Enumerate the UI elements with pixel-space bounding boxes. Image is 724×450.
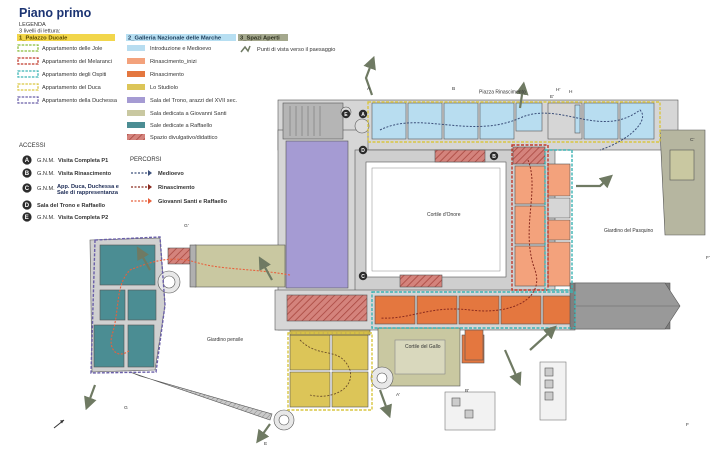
legend-swatch-melaranci — [17, 57, 39, 65]
legend-col1-header-bg — [17, 34, 115, 41]
accesso-e: E G.N.M. Visita Completa P2 — [22, 212, 108, 222]
legend-col1-header: 1_Palazzo Ducale — [19, 36, 68, 42]
svg-text:E: E — [25, 215, 29, 221]
legend-col2-header-bg — [126, 34, 236, 41]
accesso-b: B G.N.M. Visita Rinascimento — [22, 168, 112, 178]
legend-item-jole: Appartamento delle Jole — [42, 46, 102, 52]
svg-text:H': H' — [556, 87, 560, 93]
svg-text:C: C — [361, 274, 365, 280]
legend-swatch-studiolo — [127, 84, 145, 90]
svg-text:G: G — [124, 405, 128, 411]
svg-text:D: D — [361, 148, 365, 154]
svg-text:G.N.M.: G.N.M. — [37, 215, 55, 221]
svg-text:G.N.M.: G.N.M. — [37, 171, 55, 177]
legend-swatch-rin-inizi — [127, 58, 145, 64]
legend-item-rin-inizi: Rinascimento_inizi — [150, 59, 197, 65]
legend-item-duca: Appartamento del Duca — [42, 85, 102, 91]
legend-item-ospiti: Appartamento degli Ospiti — [42, 72, 106, 78]
plan-access-markers: A E B D C — [341, 109, 499, 281]
legend-swatch-ospiti — [17, 70, 39, 78]
svg-text:A: A — [361, 112, 365, 118]
legend-swatch-medioevo — [127, 45, 145, 51]
label-cortile-onore: Cortile d'Onore — [427, 212, 461, 218]
svg-text:A: A — [25, 158, 30, 164]
legend-item-didattico: Spazio divulgativo/didattico — [150, 135, 217, 141]
accessi-heading: ACCESSI — [19, 143, 46, 149]
legend-swatch-rinascimento — [127, 71, 145, 77]
page-title: Piano primo — [19, 6, 92, 20]
svg-text:A': A' — [396, 392, 400, 398]
legend-item-trono: Sala del Trono, arazzi del XVII sec. — [150, 98, 238, 104]
svg-text:F: F — [686, 422, 689, 428]
legend-swatch-raffaello — [127, 122, 145, 128]
label-cortile-gallo: Cortile del Gallo — [405, 344, 441, 350]
svg-text:B': B' — [465, 388, 469, 394]
legend-subheading: 3 livelli di lettura: — [19, 29, 61, 35]
svg-text:H: H — [569, 89, 573, 95]
legend-swatch-trono — [127, 97, 145, 103]
path-medioevo — [379, 109, 643, 151]
accesso-c: C G.N.M. App. Duca, Duchessa e Sale di r… — [22, 183, 119, 196]
legend-item-rinascimento: Rinascimento — [150, 72, 184, 78]
svg-text:E': E' — [550, 94, 554, 100]
section-marks: A B H A' B' H' C' G' E E' F F' G — [124, 86, 710, 447]
svg-text:A: A — [367, 86, 371, 92]
svg-text:B: B — [492, 154, 496, 160]
legend-col2-header: 2_Galleria Nazionale delle Marche — [128, 36, 222, 42]
viewpoint-arrows — [84, 55, 613, 444]
svg-text:G.N.M.: G.N.M. — [37, 186, 55, 192]
viewpoint-arrow-icon — [240, 45, 251, 53]
svg-text:E: E — [264, 441, 267, 447]
legend-swatch-didattico — [127, 134, 145, 140]
legend-viewpoints: Punti di vista verso il paesaggio — [257, 47, 335, 53]
path-duca — [299, 339, 352, 397]
svg-text:B: B — [452, 86, 455, 92]
svg-text:Visita Rinascimento: Visita Rinascimento — [58, 171, 112, 177]
svg-text:G.N.M.: G.N.M. — [37, 158, 55, 164]
legend-item-duchessa: Appartamento della Duchessa — [42, 98, 118, 104]
label-piazza: Piazza Rinascimento — [479, 90, 526, 96]
svg-text:C: C — [25, 186, 30, 192]
legend-item-raffaello: Sale dedicate a Raffaello — [150, 123, 212, 129]
percorso-medioevo: Medioevo — [131, 170, 184, 177]
svg-text:D: D — [25, 203, 30, 209]
path-santi-raffaello — [110, 258, 291, 355]
legend-col3-header-bg — [238, 34, 288, 41]
svg-text:G': G' — [184, 223, 189, 229]
svg-text:Medioevo: Medioevo — [158, 171, 184, 177]
svg-text:Visita Completa P1: Visita Completa P1 — [58, 158, 108, 164]
svg-text:Sala del Trono e Raffaello: Sala del Trono e Raffaello — [37, 203, 106, 209]
legend-swatch-duchessa — [17, 96, 39, 104]
accesso-a: A G.N.M. Visita Completa P1 — [22, 155, 108, 165]
legend-item-studiolo: Lo Studiolo — [150, 85, 178, 91]
svg-text:Rinascimento: Rinascimento — [158, 185, 195, 191]
north-arrow-icon — [53, 419, 65, 429]
svg-text:Giovanni Santi e Raffaello: Giovanni Santi e Raffaello — [158, 199, 228, 205]
plan — [89, 99, 706, 431]
legend-swatch-duca — [17, 83, 39, 91]
legend-heading: LEGENDA — [19, 22, 46, 28]
percorso-rinascimento: Rinascimento — [131, 184, 195, 191]
path-rinascimento — [379, 159, 538, 319]
svg-text:C': C' — [690, 137, 694, 143]
legend-item-santi: Sala dedicata a Giovanni Santi — [150, 111, 227, 117]
svg-text:E: E — [344, 112, 348, 118]
legend-swatch-santi — [127, 110, 145, 116]
legend-swatch-jole — [17, 44, 39, 52]
percorsi-heading: PERCORSI — [130, 157, 162, 163]
svg-text:B: B — [25, 171, 30, 177]
legend-item-melaranci: Appartamento del Melaranci — [42, 59, 112, 65]
legend-item-medioevo: Introduzione e Medioevo — [150, 46, 211, 52]
percorso-santi-raffaello: Giovanni Santi e Raffaello — [131, 198, 228, 205]
label-giardino-pensile: Giardino pensile — [207, 337, 243, 343]
accesso-d: D Sala del Trono e Raffaello — [22, 200, 106, 210]
legend-col3-header: 3_Spazi Aperti — [240, 36, 280, 42]
apartment-outlines — [90, 101, 661, 411]
label-giardino-pasquino: Giardino del Pasquino — [604, 228, 653, 234]
svg-text:Visita Completa P2: Visita Completa P2 — [58, 215, 108, 221]
svg-text:F': F' — [706, 255, 710, 261]
